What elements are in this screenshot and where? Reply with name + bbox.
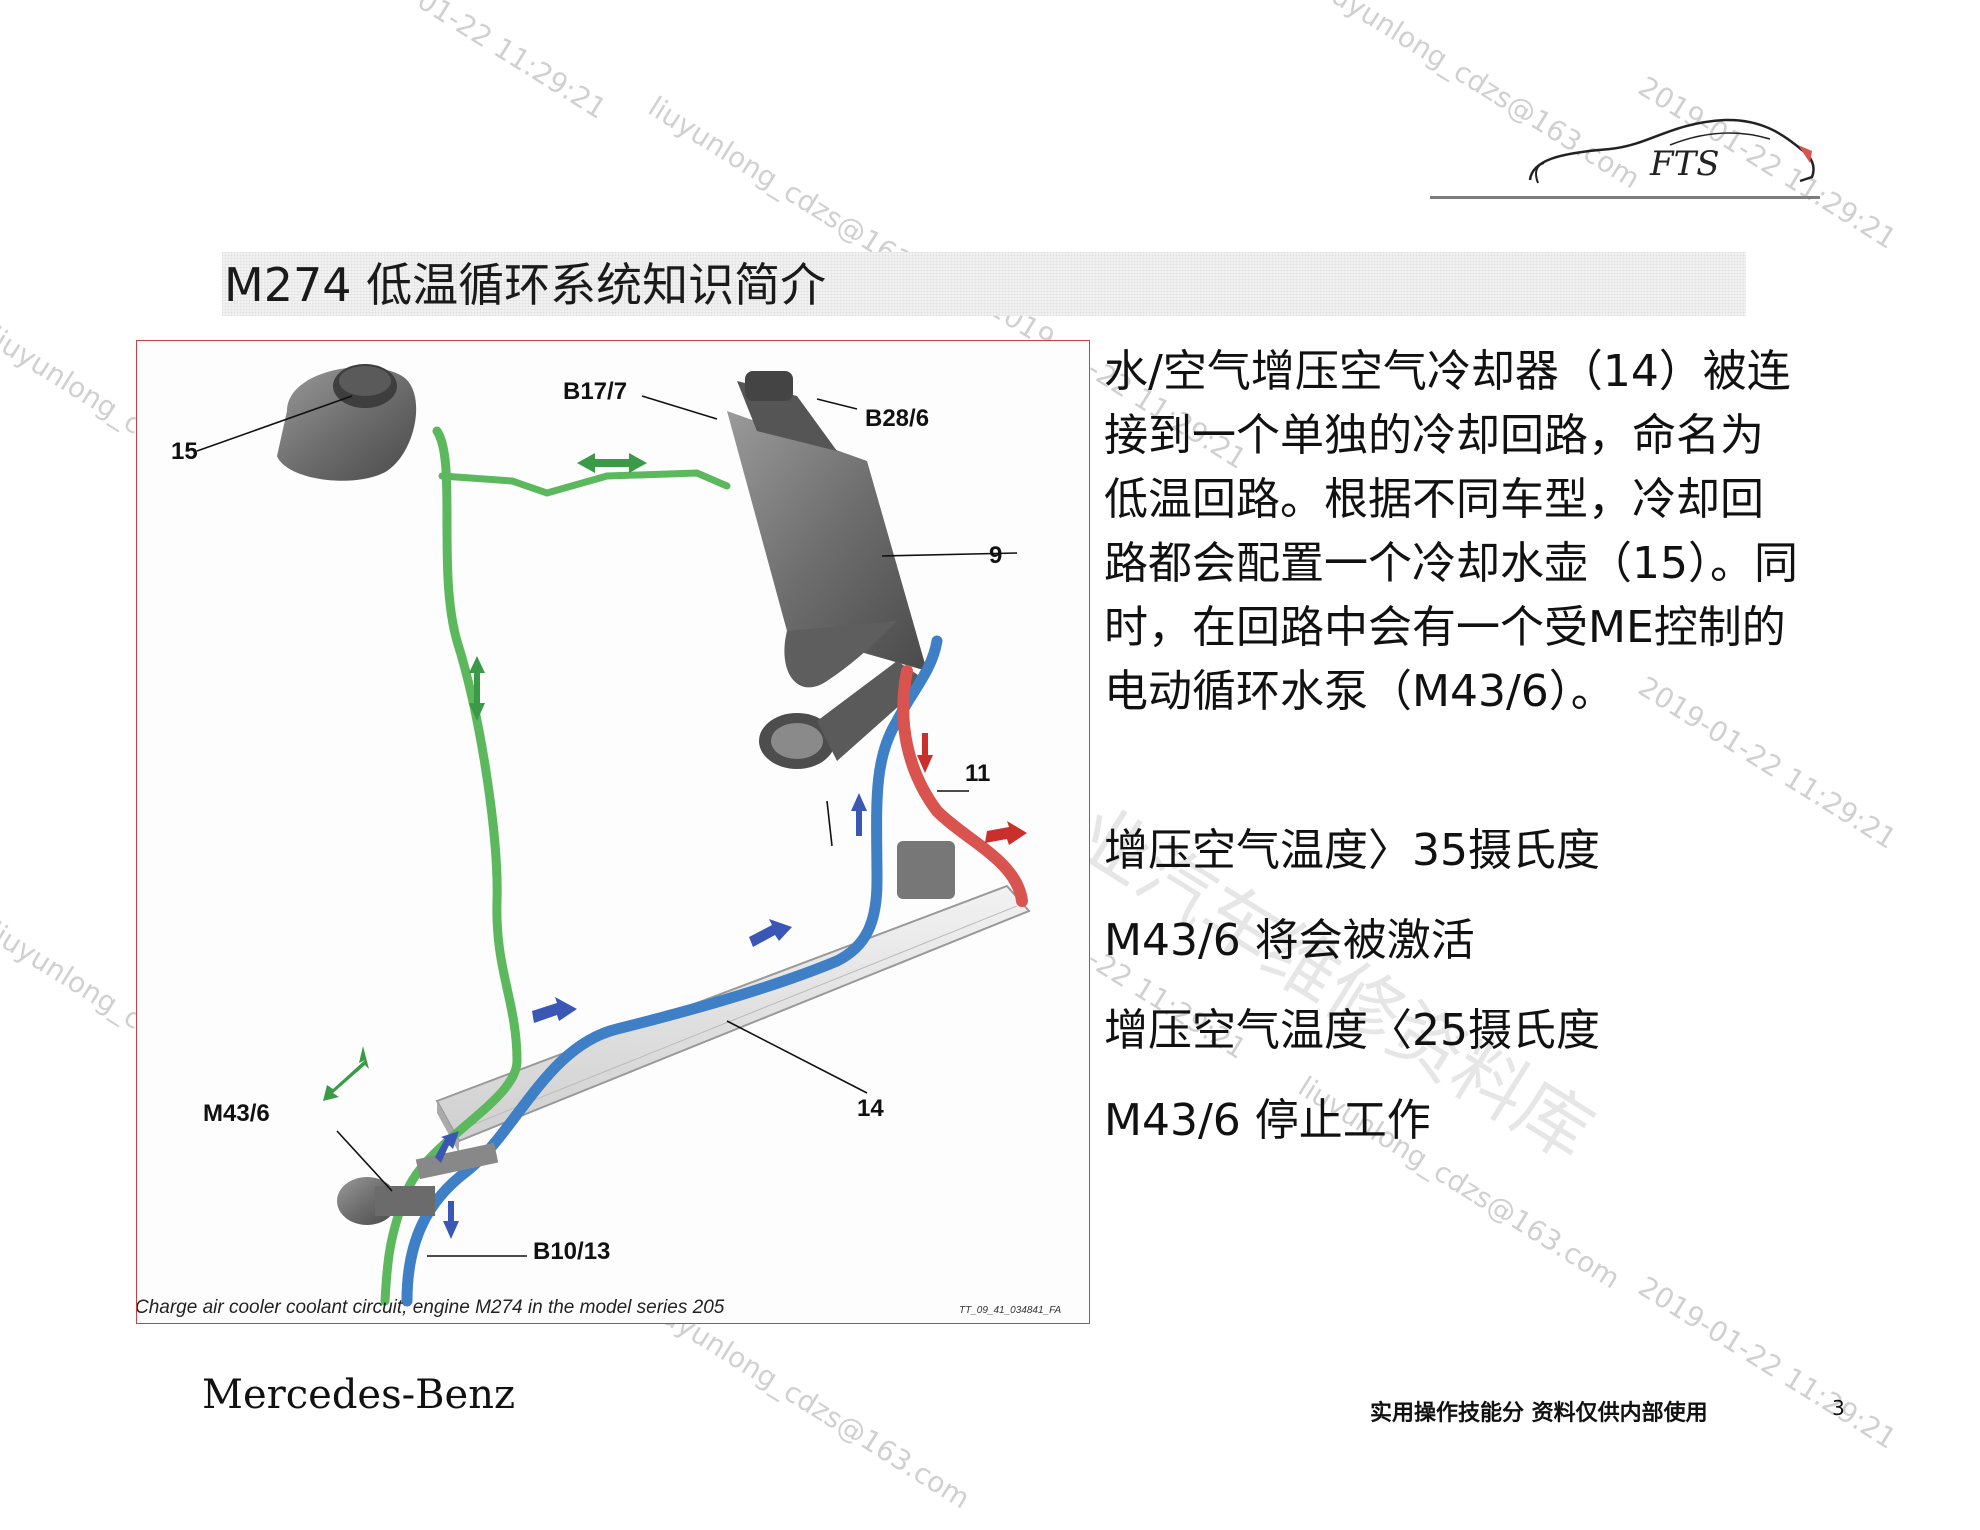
flow-arrows xyxy=(323,453,1027,1239)
circuit-diagram: 15 B17/7 B28/6 9 11 14 M43/6 B10/13 Char… xyxy=(137,364,1061,1318)
label-b10-13: B10/13 xyxy=(533,1238,610,1265)
page-title: M274 低温循环系统知识简介 xyxy=(224,258,827,312)
brand-name: Mercedes-Benz xyxy=(202,1372,516,1418)
header-rule xyxy=(1430,196,1820,199)
label-b17-7: B17/7 xyxy=(563,378,627,405)
result-stop: M43/6 停止工作 xyxy=(1104,1095,1431,1146)
condition-activate: 增压空气温度〉35摄氏度 xyxy=(1104,825,1600,876)
label-14: 14 xyxy=(857,1095,884,1122)
figure-caption: Charge air cooler coolant circuit, engin… xyxy=(137,1297,725,1318)
coolant-circuit-figure: 15 B17/7 B28/6 9 11 14 M43/6 B10/13 Char… xyxy=(136,340,1090,1324)
footer-note: 实用操作技能分 资料仅供内部使用 xyxy=(1370,1401,1708,1426)
label-m43-6: M43/6 xyxy=(203,1100,270,1127)
condition-stop: 增压空气温度〈25摄氏度 xyxy=(1104,1005,1600,1056)
fts-logo: FTS xyxy=(1528,118,1815,184)
callout-lines xyxy=(196,395,1018,1257)
radiator-14 xyxy=(435,884,1031,1153)
logo-text: FTS xyxy=(1649,144,1720,184)
watermark-time: 2019-01-22 11:29:21 xyxy=(1632,1270,1903,1456)
green-coolant-hose-upper xyxy=(438,469,731,497)
pump-m43-6 xyxy=(337,1142,499,1225)
blue-coolant-hose xyxy=(401,635,943,1307)
expansion-tank-15 xyxy=(277,364,417,481)
valve-11 xyxy=(897,841,955,899)
label-11: 11 xyxy=(965,760,990,787)
title-band xyxy=(222,252,1746,316)
figure-code: TT_09_41_034841_FA xyxy=(959,1305,1061,1316)
watermark-time: 2019-01-22 11:29:21 xyxy=(342,0,613,126)
charge-air-cooler-9 xyxy=(727,371,927,769)
label-b28-6: B28/6 xyxy=(865,405,929,432)
result-activate: M43/6 将会被激活 xyxy=(1104,915,1475,966)
label-15: 15 xyxy=(171,438,198,465)
description-paragraph: 水/空气增压空气冷却器（14）被连接到一个单独的冷却回路，命名为低温回路。根据不… xyxy=(1104,346,1798,717)
label-9: 9 xyxy=(989,542,1002,569)
page-number: 3 xyxy=(1832,1396,1845,1420)
red-coolant-hose xyxy=(897,665,1028,907)
